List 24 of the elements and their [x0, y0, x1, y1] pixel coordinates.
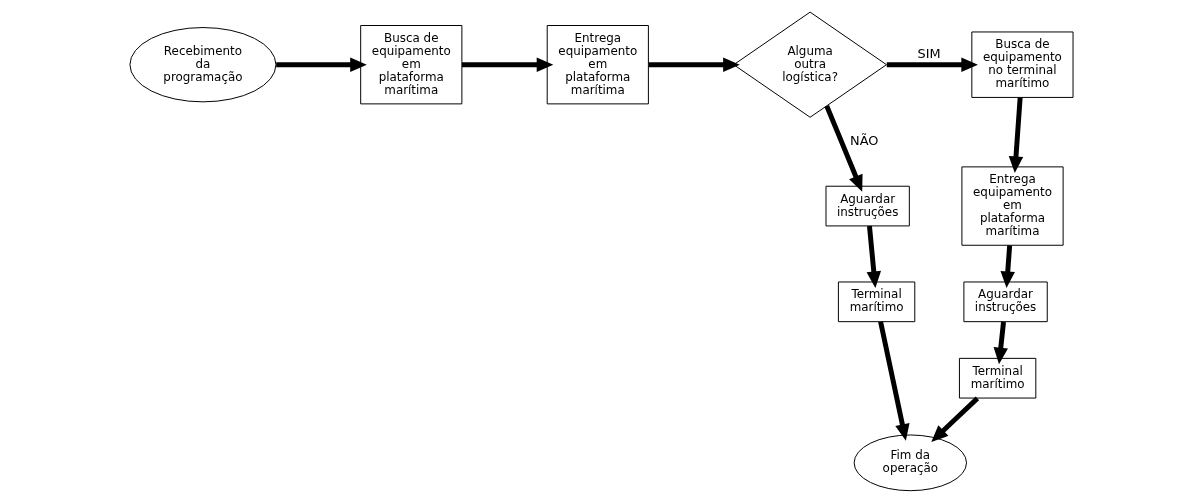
arrow	[276, 57, 367, 72]
arrow	[461, 57, 554, 72]
arrow	[1008, 97, 1024, 173]
edge-label: NÃO	[850, 133, 879, 149]
node-box: Busca de equipamento em plataforma marítima	[360, 25, 463, 105]
arrow	[866, 225, 882, 289]
arrow	[993, 321, 1008, 365]
node-ellipse: Fim da operação	[853, 434, 967, 492]
node-box: Entrega equipamento em plataforma marítima	[961, 166, 1064, 246]
arrow	[931, 396, 980, 442]
edge-label: SIM	[917, 46, 941, 62]
node-ellipse: Recebimento da programação	[129, 27, 277, 103]
arrow	[886, 57, 978, 72]
arrow	[1000, 245, 1015, 289]
node-box: Aguardar instruções	[963, 281, 1048, 323]
node-box: Aguardar instruções	[825, 185, 910, 227]
arrow	[878, 321, 910, 441]
node-box: Terminal marítimo	[837, 281, 916, 323]
node-box: Terminal marítimo	[958, 357, 1037, 399]
node-box: Entrega equipamento em plataforma marítima	[546, 25, 649, 105]
node-diamond: Alguma outra logística?	[733, 11, 887, 118]
arrow	[648, 57, 740, 72]
arrow	[824, 105, 863, 192]
node-box: Busca de equipamento no terminal marítimo	[971, 31, 1074, 98]
